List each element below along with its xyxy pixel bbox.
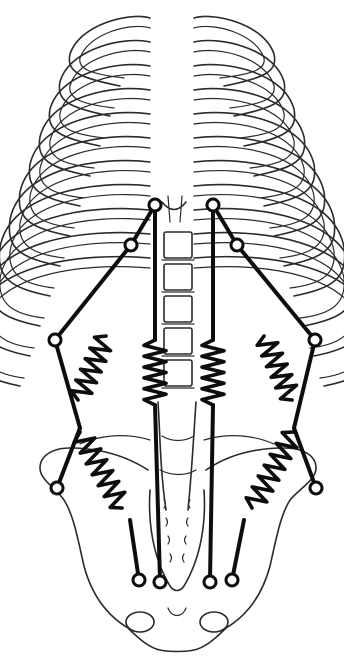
joint-upper-left-outer [125, 239, 137, 251]
joint-hip-right [310, 482, 322, 494]
joint-upper-left-inner [149, 199, 161, 211]
joint-mid-right [309, 334, 321, 346]
joint-hip-left [51, 482, 63, 494]
joint-upper-right-inner [207, 199, 219, 211]
joint-bottom-left-1 [133, 574, 145, 586]
joint-upper-right-outer [231, 239, 243, 251]
joint-bottom-left-2 [154, 576, 166, 588]
joint-mid-left [49, 334, 61, 346]
joint-bottom-right-2 [226, 574, 238, 586]
joint-bottom-right-1 [204, 576, 216, 588]
